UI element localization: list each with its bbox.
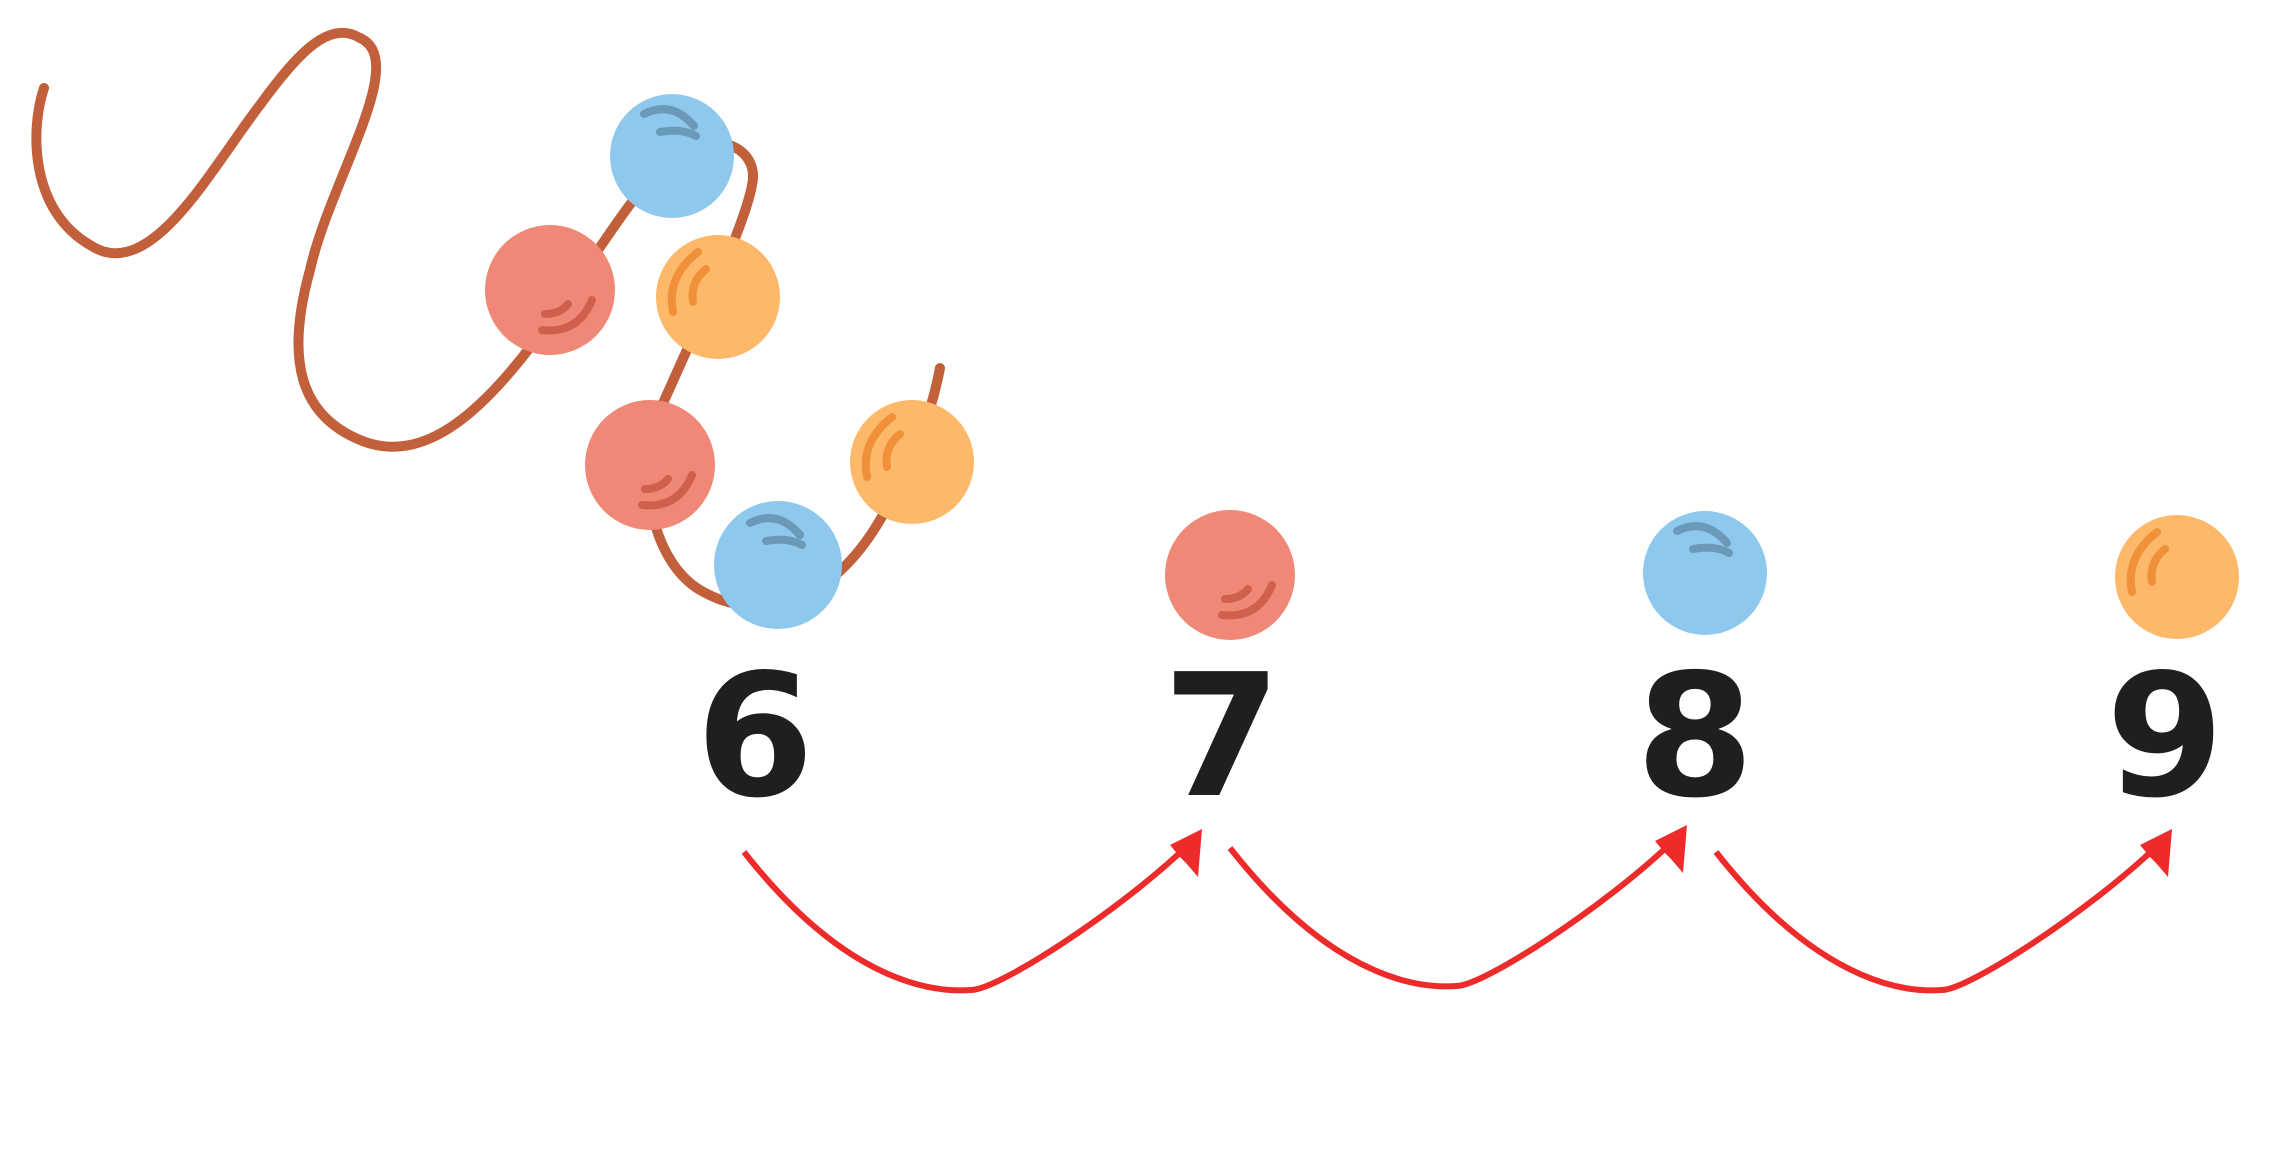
string-line: [31, 27, 945, 612]
string-bead-4-red-body: [585, 400, 715, 530]
sequence-beads-group: [1165, 510, 2239, 640]
arrowhead: [2140, 829, 2172, 877]
string-bead-3-orange-shine-1: [688, 265, 710, 306]
string-bead-2-red-shine-1: [538, 296, 596, 335]
string-bead-1-blue-body: [610, 94, 734, 218]
string-bead-2-red-body: [485, 225, 615, 355]
number-6: 6: [696, 638, 814, 836]
sequence-bead-7-red-shine-0: [1221, 585, 1252, 603]
string-bead-2-red: [485, 225, 615, 355]
string-bead-5-blue: [714, 501, 842, 629]
string-bead-5-blue-shine-0: [746, 514, 804, 539]
sequence-bead-9-orange: [2115, 515, 2239, 639]
arrow-6-to-7: [741, 829, 1202, 994]
sequence-bead-7-red: [1165, 510, 1295, 640]
sequence-bead-9-orange-shine-1: [2147, 545, 2169, 586]
arrow-curve: [741, 844, 1189, 994]
arrow-7-to-8: [1227, 825, 1687, 990]
sequence-bead-9-orange-shine-0: [2126, 528, 2161, 596]
sequence-bead-7-red-shine-1: [1218, 581, 1276, 620]
number-8: 8: [1636, 638, 1754, 836]
string-bead-3-orange: [656, 235, 780, 359]
string-bead-4-red: [585, 400, 715, 530]
string-bead-1-blue-shine-1: [656, 126, 700, 140]
string-bead-1-blue-shine-0: [640, 105, 698, 130]
arrows-group: [741, 825, 2172, 994]
sequence-bead-8-blue-shine-0: [1673, 522, 1731, 547]
string-bead-3-orange-shine-0: [667, 248, 702, 316]
sequence-bead-8-blue-body: [1643, 511, 1767, 635]
sequence-bead-8-blue: [1643, 511, 1767, 635]
string-bead-5-blue-shine-1: [762, 535, 806, 549]
string-bead-4-red-shine-0: [641, 475, 672, 493]
arrow-8-to-9: [1713, 829, 2172, 994]
sequence-bead-7-red-body: [1165, 510, 1295, 640]
string-bead-6-orange-shine-0: [861, 413, 896, 481]
string-bead-5-blue-body: [714, 501, 842, 629]
arrow-curve: [1713, 844, 2159, 994]
arrow-curve: [1227, 840, 1674, 990]
arrowhead: [1170, 829, 1202, 877]
string-bead-6-orange-shine-1: [882, 430, 904, 471]
string-beads-group: [485, 94, 974, 629]
string-bead-1-blue: [610, 94, 734, 218]
bead-string: [31, 27, 945, 612]
sequence-numbers-group: 6 7 8 9: [696, 638, 2224, 836]
number-7: 7: [1163, 638, 1281, 836]
sequence-bead-8-blue-shine-1: [1689, 543, 1733, 557]
string-bead-4-red-shine-1: [638, 471, 696, 510]
arrowhead: [1655, 825, 1687, 873]
number-9: 9: [2106, 638, 2224, 836]
string-bead-6-orange: [850, 400, 974, 524]
string-bead-2-red-shine-0: [541, 300, 572, 318]
